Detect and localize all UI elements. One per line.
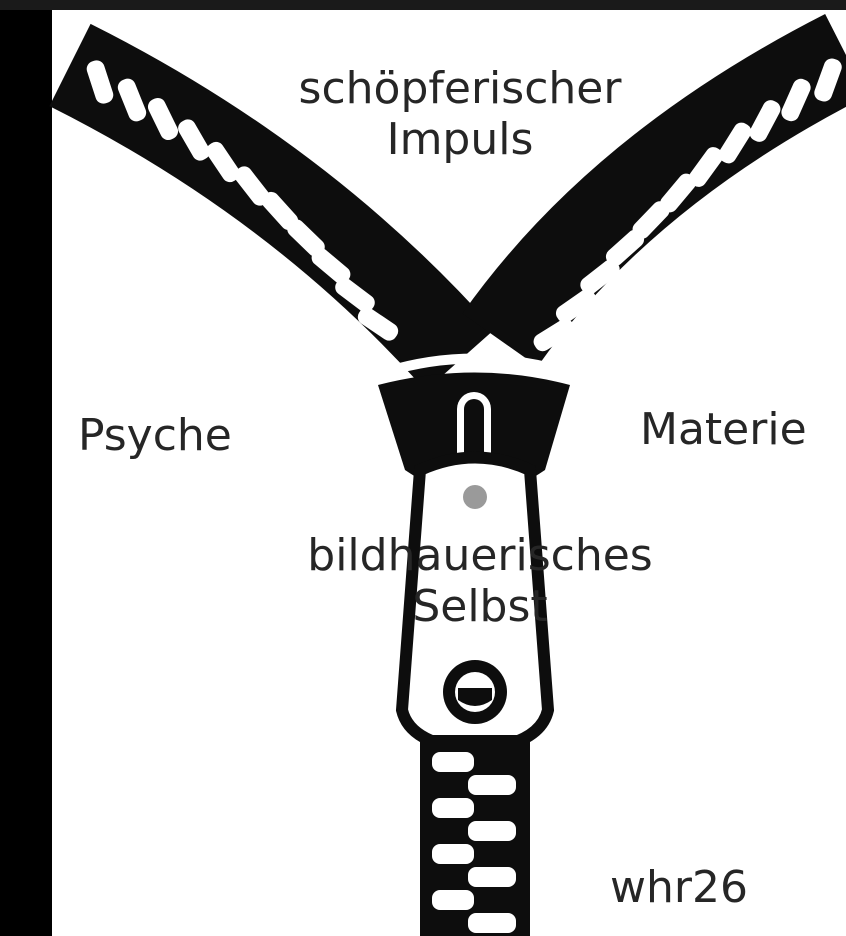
label-sculptural-self: bildhauerisches Selbst bbox=[250, 530, 710, 633]
top-frame-strip bbox=[0, 0, 846, 10]
label-center-line2: Selbst bbox=[412, 581, 548, 633]
label-creative-impulse: schöpferischer Impuls bbox=[230, 63, 690, 166]
right-zipper-tape bbox=[462, 14, 846, 367]
closed-zipper-teeth bbox=[432, 752, 516, 933]
left-frame-bar bbox=[0, 0, 52, 936]
label-top-line2: Impuls bbox=[386, 114, 534, 166]
label-psyche: Psyche bbox=[78, 410, 232, 461]
label-top-line1: schöpferischer bbox=[298, 63, 622, 114]
label-center-line1: bildhauerisches bbox=[307, 530, 653, 581]
label-materie: Materie bbox=[640, 404, 807, 455]
right-zipper-teeth bbox=[533, 58, 842, 352]
signature-label: whr26 bbox=[610, 862, 748, 913]
left-zipper-teeth bbox=[86, 60, 399, 341]
